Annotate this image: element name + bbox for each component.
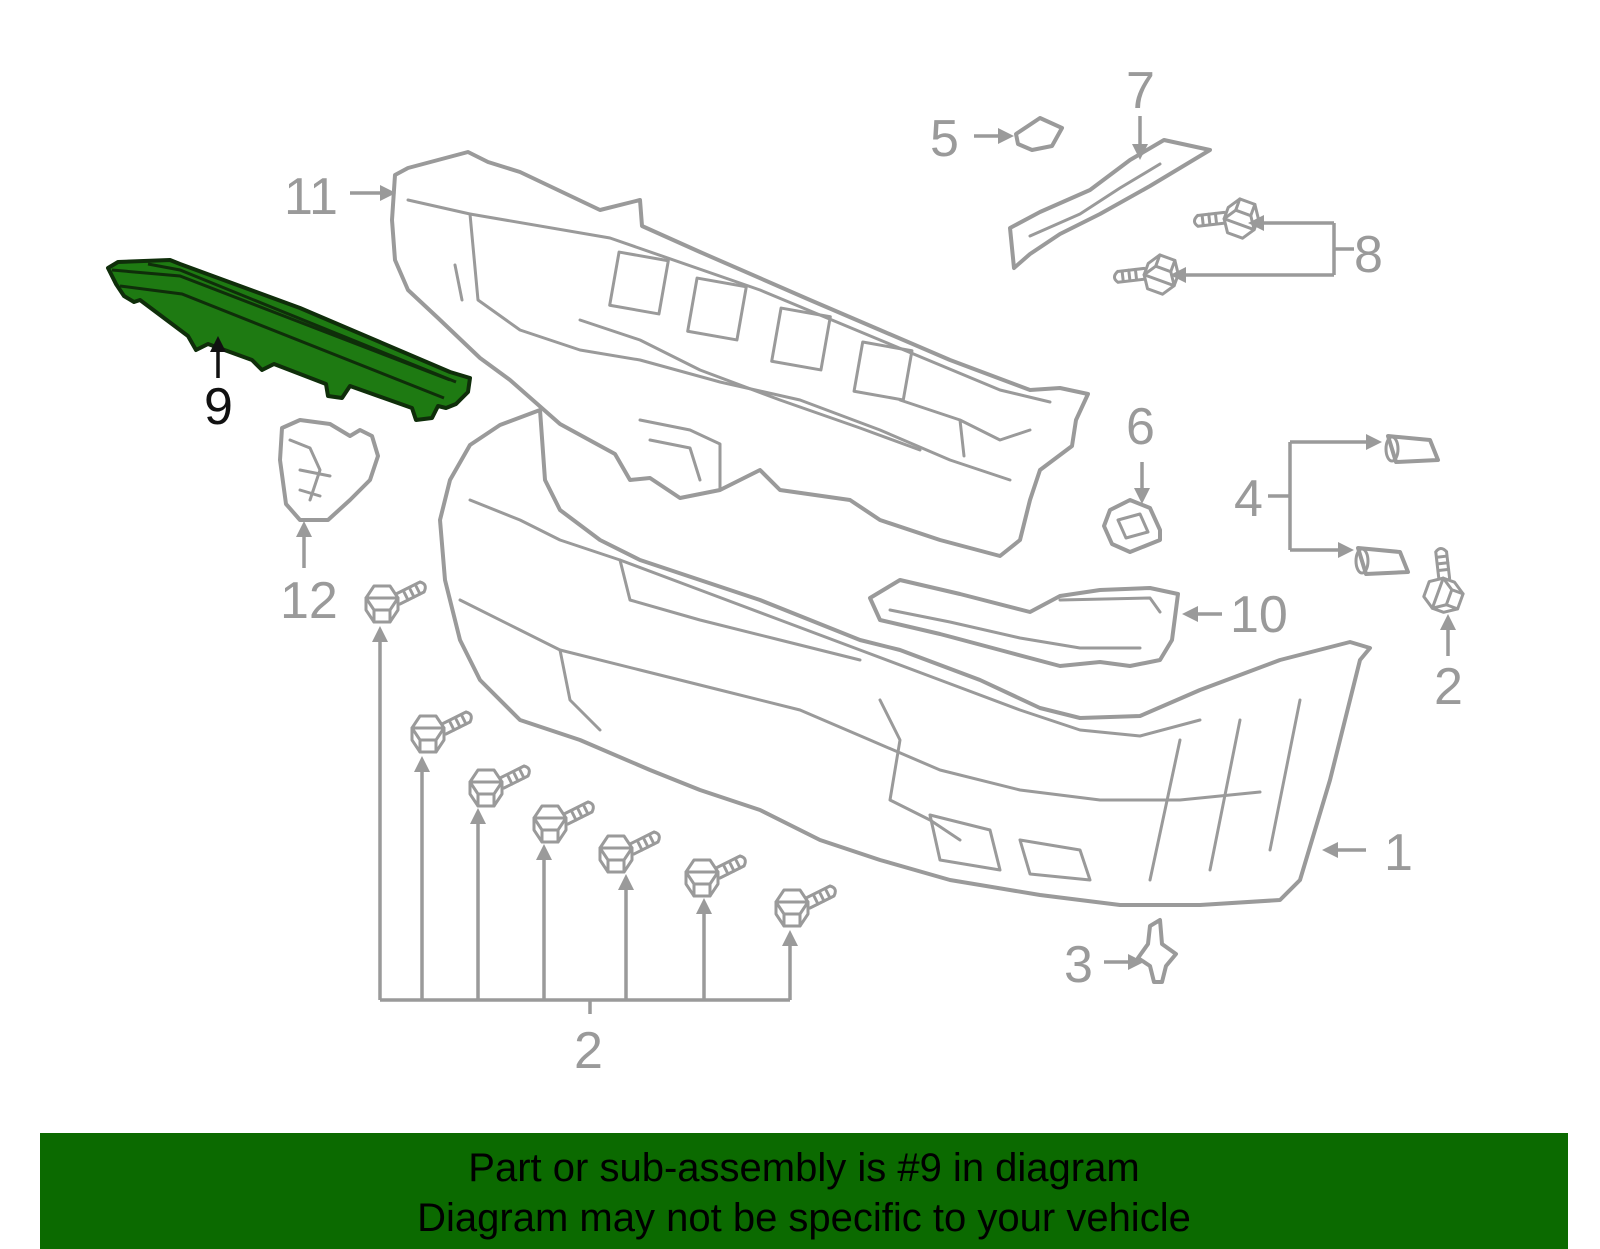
callout-10: 10 (1230, 586, 1288, 644)
banner-line-2: Diagram may not be specific to your vehi… (417, 1196, 1191, 1240)
part-5-clip[interactable] (1014, 116, 1064, 152)
part-3-pushpin[interactable] (1136, 918, 1178, 984)
part-9-highlighted[interactable] (106, 258, 472, 422)
callout-7: 7 (1126, 62, 1155, 120)
callout-1: 1 (1384, 824, 1413, 882)
leader-lines (210, 116, 1456, 1014)
banner-line-1: Part or sub-assembly is #9 in diagram (468, 1146, 1140, 1190)
callout-8: 8 (1354, 226, 1383, 284)
part-1-bumper-cover[interactable] (438, 408, 1372, 907)
callout-2-right: 2 (1434, 658, 1463, 716)
part-2-bolts[interactable] (364, 545, 1477, 928)
callout-5: 5 (930, 110, 959, 168)
info-banner: Part or sub-assembly is #9 in diagram Di… (40, 1133, 1568, 1249)
callout-4: 4 (1234, 470, 1263, 528)
part-8-bolts[interactable] (1111, 185, 1264, 303)
part-6-clip[interactable] (1102, 498, 1162, 554)
part-4-clips[interactable] (1354, 434, 1440, 576)
callout-12: 12 (280, 572, 338, 630)
part-10-step-pad[interactable] (868, 578, 1180, 668)
callout-11: 11 (284, 168, 338, 226)
callout-3: 3 (1064, 936, 1093, 994)
part-12-bracket[interactable] (278, 418, 380, 522)
callout-6: 6 (1126, 398, 1155, 456)
callout-labels: 11 9 12 5 7 8 6 4 10 2 1 3 2 (204, 62, 1463, 1080)
callout-2-bottom: 2 (574, 1022, 603, 1080)
callout-9: 9 (204, 378, 233, 436)
part-11-reinforcement[interactable] (390, 150, 1090, 558)
part-7-bracket[interactable] (1008, 138, 1212, 270)
